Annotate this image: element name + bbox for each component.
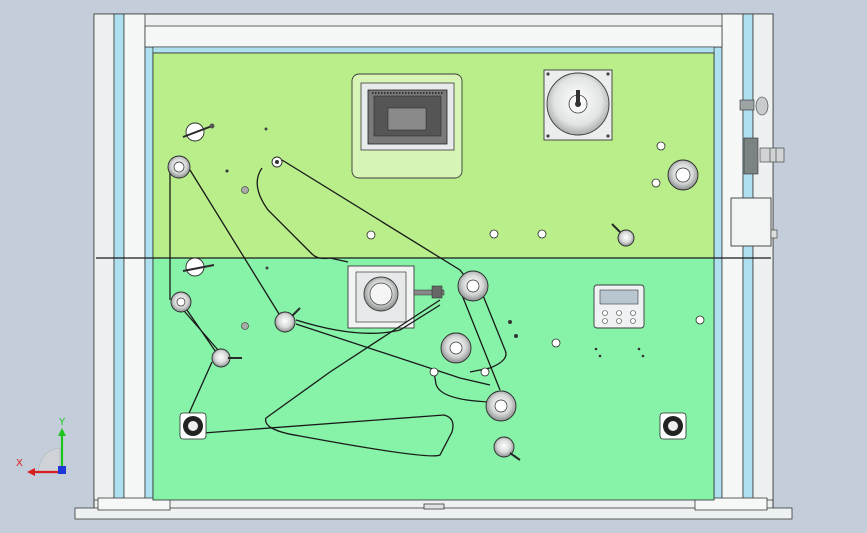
guide-block-assembly: [347, 265, 445, 329]
axis-triad: X Y: [16, 417, 66, 476]
roller: [667, 159, 699, 191]
roller: [611, 223, 635, 247]
y-axis-label: Y: [58, 417, 66, 428]
side-fittings: [730, 96, 785, 247]
roller-set-lower: [170, 257, 705, 461]
idler: [651, 178, 661, 188]
left-blue-strip: [144, 46, 154, 501]
right-foot: [694, 497, 768, 511]
idler: [366, 230, 376, 240]
left-foot: [97, 497, 171, 511]
dancer-arm-upper: [182, 122, 215, 142]
left-blue-column: [113, 13, 125, 501]
x-axis-label: X: [16, 458, 23, 469]
belt-path-upper: [169, 159, 491, 386]
left-outer-column: [93, 13, 115, 501]
belt-paths: [169, 159, 507, 457]
touch-screen: [351, 73, 463, 179]
right-inner-column: [721, 13, 744, 501]
idler: [241, 186, 249, 194]
rewind-spindle-left: [179, 412, 207, 440]
idler: [551, 338, 561, 348]
idler: [537, 229, 547, 239]
idler: [489, 229, 499, 239]
drive-motor: [543, 69, 613, 141]
right-outer-column: [752, 13, 774, 501]
idler: [656, 141, 666, 151]
roller: [457, 270, 489, 302]
base-handle: [423, 503, 445, 510]
top-beam-lip: [152, 46, 715, 54]
belt-path-lower: [177, 287, 507, 457]
idler: [429, 367, 439, 377]
roller: [170, 291, 192, 313]
idler: [480, 367, 490, 377]
control-panel: [593, 284, 645, 329]
idler: [241, 322, 249, 330]
roller: [167, 155, 191, 179]
top-beam: [144, 25, 723, 48]
right-blue-column: [742, 13, 754, 501]
roller: [485, 390, 517, 422]
roller: [274, 307, 301, 333]
idler: [695, 315, 705, 325]
z-axis-marker: [58, 466, 66, 474]
roller: [440, 332, 472, 364]
roller: [211, 348, 242, 368]
rewind-spindle-right: [659, 412, 687, 440]
left-inner-column: [123, 13, 146, 501]
roller-set-upper: [167, 122, 699, 247]
dancer-arm-lower: [182, 257, 215, 277]
roller: [271, 156, 283, 168]
right-blue-strip: [713, 46, 723, 501]
base-plate: [74, 507, 793, 520]
roller: [493, 436, 521, 461]
